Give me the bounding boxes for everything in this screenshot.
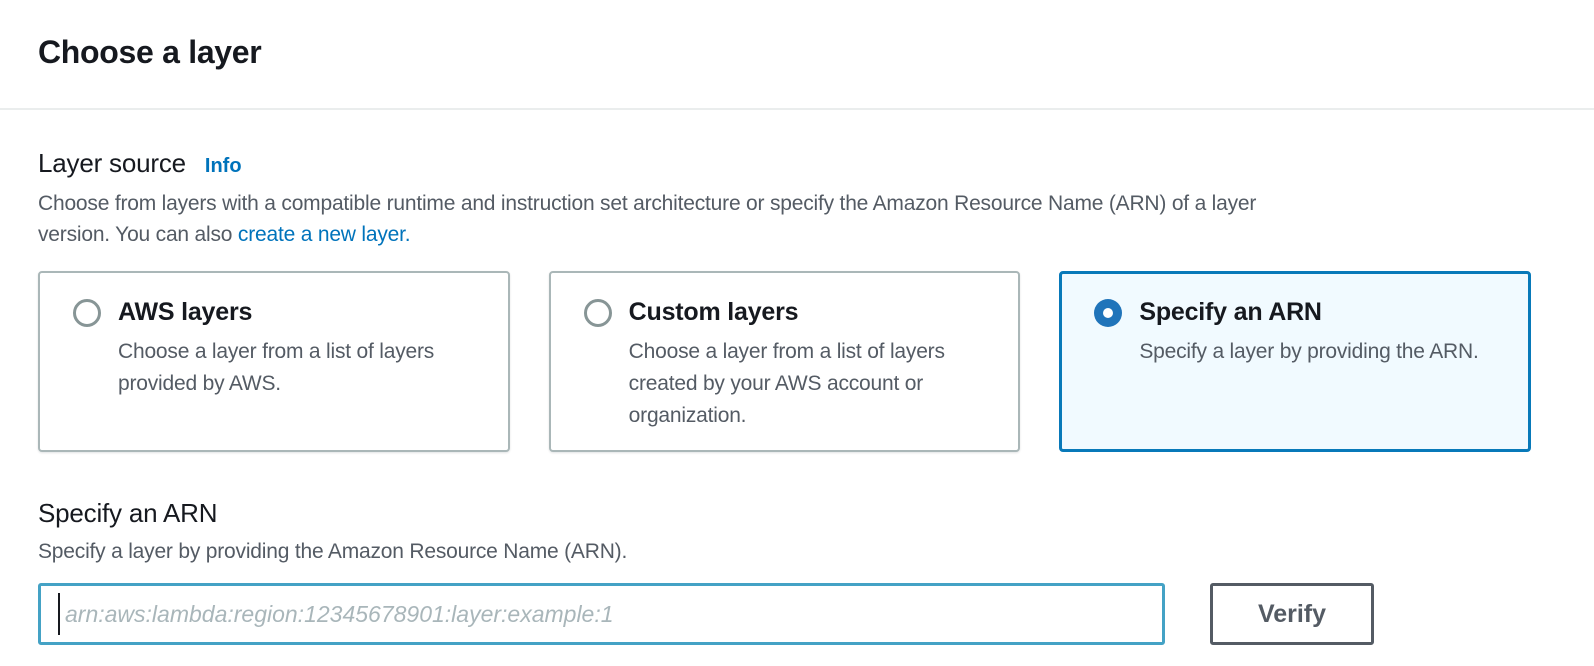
choose-layer-form: Layer source Info Choose from layers wit… bbox=[0, 148, 1594, 645]
layer-source-label: Layer source bbox=[38, 148, 186, 178]
specify-arn-description: Specify a layer by providing the Amazon … bbox=[38, 540, 628, 563]
layer-source-description: Choose from layers with a compatible run… bbox=[38, 188, 1508, 250]
tile-custom-layers-description: Choose a layer from a list of layers cre… bbox=[628, 340, 945, 427]
tile-custom-layers-title: Custom layers bbox=[628, 298, 799, 326]
tile-custom-layers[interactable]: Custom layers Choose a layer from a list… bbox=[548, 271, 1021, 452]
tile-specify-arn[interactable]: Specify an ARN Specify a layer by provid… bbox=[1059, 271, 1532, 452]
page-title: Choose a layer bbox=[38, 34, 262, 70]
verify-button[interactable]: Verify bbox=[1210, 583, 1374, 645]
radio-unchecked-icon[interactable] bbox=[583, 298, 612, 327]
tile-aws-layers-title-row: AWS layers bbox=[73, 298, 480, 327]
layer-source-label-row: Layer source Info bbox=[38, 148, 1531, 179]
create-new-layer-link[interactable]: create a new layer. bbox=[237, 223, 411, 246]
tile-aws-layers[interactable]: AWS layers Choose a layer from a list of… bbox=[38, 271, 510, 452]
page-header: Choose a layer bbox=[0, 0, 1594, 110]
radio-checked-icon[interactable] bbox=[1094, 298, 1123, 327]
tile-specify-arn-title-row: Specify an ARN bbox=[1094, 298, 1501, 327]
tile-custom-layers-title-row: Custom layers bbox=[583, 298, 991, 327]
arn-input-row: Verify bbox=[38, 583, 1531, 645]
arn-input[interactable] bbox=[38, 583, 1165, 645]
layer-source-description-line2: version. You can also bbox=[38, 223, 238, 246]
tile-specify-arn-description: Specify a layer by providing the ARN. bbox=[1139, 340, 1479, 363]
tile-specify-arn-title: Specify an ARN bbox=[1139, 298, 1322, 326]
tile-aws-layers-title: AWS layers bbox=[118, 298, 253, 326]
radio-unchecked-icon[interactable] bbox=[73, 298, 101, 327]
info-link[interactable]: Info bbox=[204, 155, 242, 177]
layer-source-tiles: AWS layers Choose a layer from a list of… bbox=[38, 271, 1532, 452]
layer-source-description-line1: Choose from layers with a compatible run… bbox=[38, 192, 1257, 215]
text-cursor bbox=[58, 593, 60, 635]
arn-input-wrap bbox=[38, 583, 1165, 645]
specify-arn-label: Specify an ARN bbox=[38, 498, 218, 528]
tile-aws-layers-description: Choose a layer from a list of layers pro… bbox=[118, 340, 435, 395]
